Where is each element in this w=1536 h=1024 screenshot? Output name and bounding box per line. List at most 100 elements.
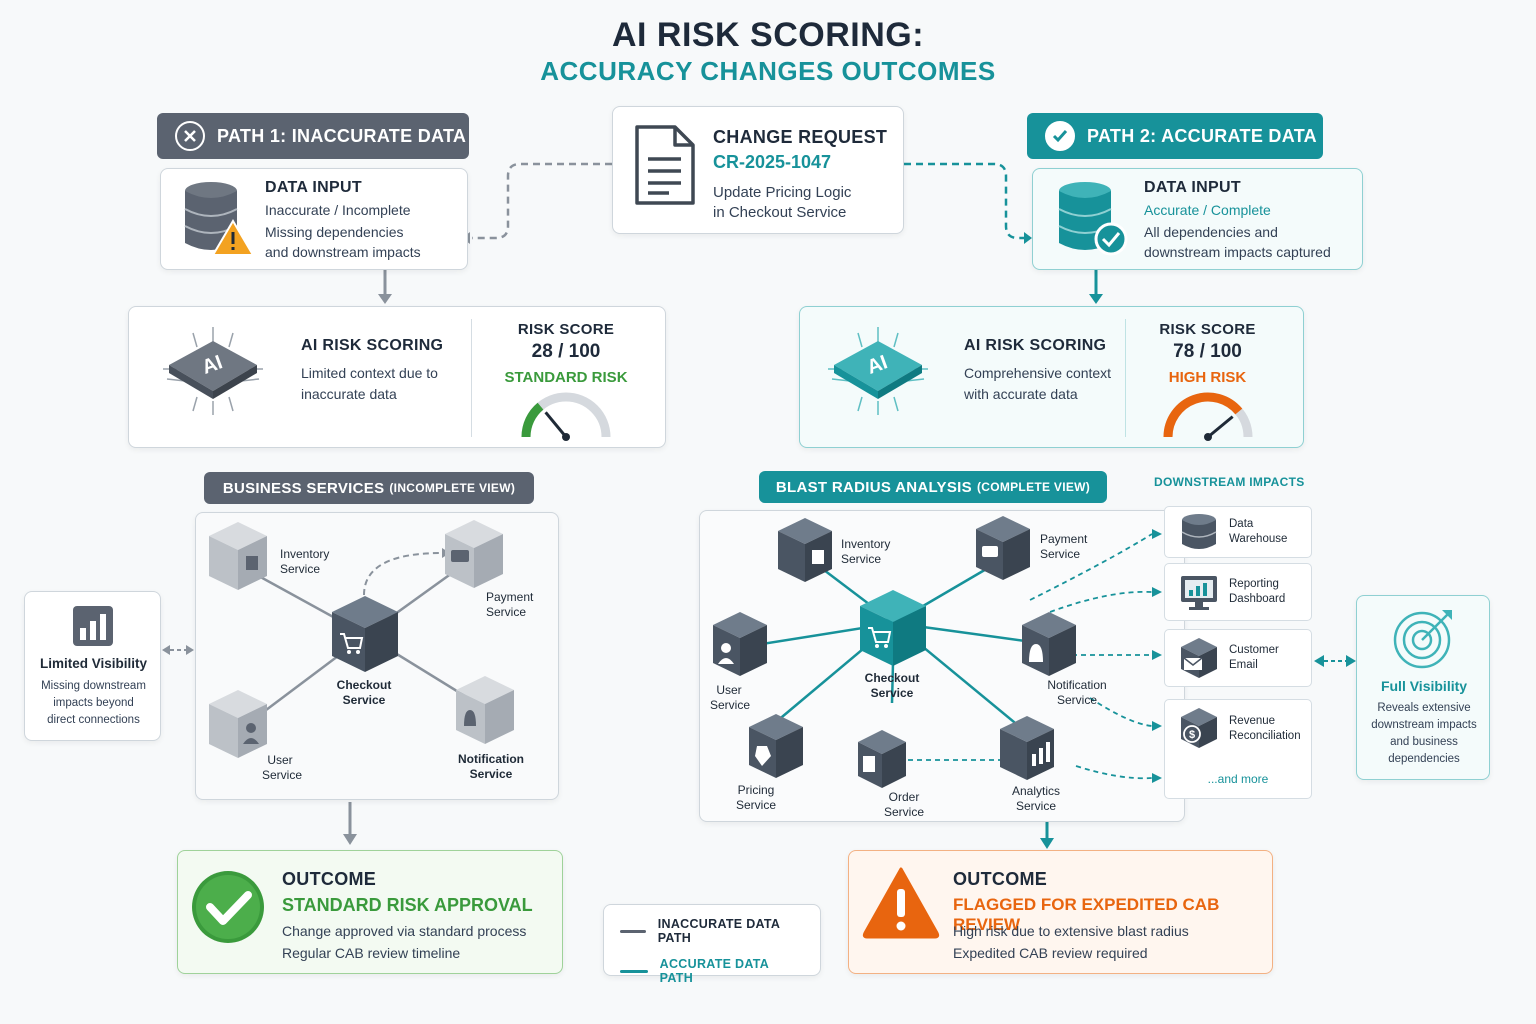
path1-outcome-heading: OUTCOME <box>282 869 377 889</box>
close-circle-icon <box>175 121 205 151</box>
user-icon <box>721 643 731 653</box>
database-icon <box>1181 514 1217 549</box>
gauge-arc <box>1163 392 1243 438</box>
divider <box>471 319 472 437</box>
gauge-hub <box>562 433 570 441</box>
path1-ai-line2: inaccurate data <box>301 386 397 402</box>
path2-ai-line1: Comprehensive context <box>964 365 1112 381</box>
analytics-icon <box>1032 754 1036 766</box>
path2-outcome-heading: OUTCOME <box>953 869 1048 889</box>
path1-input-line2: Missing dependencies <box>265 224 404 240</box>
box-icon <box>246 556 258 570</box>
change-request-card[interactable]: CHANGE REQUEST CR-2025-1047 Update Prici… <box>612 106 904 234</box>
database-check-icon <box>1058 182 1128 256</box>
dollar-icon: $ <box>1181 708 1217 748</box>
path2-ai-scoring-card[interactable]: AI AI RISK SCORING Comprehensive context… <box>799 306 1304 448</box>
path2-risk-gauge <box>1163 392 1253 441</box>
full-visibility-heading: Full Visibility <box>1380 678 1468 694</box>
legend-accurate: ACCURATE DATA PATH <box>620 957 804 985</box>
ai-chip-icon-teal: AI <box>828 327 928 415</box>
pricing-service-cube <box>749 714 803 778</box>
path2-score-label: HIGH RISK <box>1168 369 1247 386</box>
legend-inaccurate: INACCURATE DATA PATH <box>620 917 804 945</box>
change-request-desc-line1: Update Pricing Logic <box>713 184 852 201</box>
path2-outcome-title: FLAGGED FOR EXPEDITED CAB REVIEW <box>953 895 1220 934</box>
warning-icon <box>862 867 940 939</box>
cart-icon <box>340 633 364 649</box>
gauge-needle <box>544 411 568 438</box>
document-icon <box>635 125 695 205</box>
change-request-heading: CHANGE REQUEST <box>713 127 888 147</box>
limited-visibility-heading: Limited Visibility <box>39 656 148 671</box>
path2-input-line3: downstream impacts captured <box>1144 244 1331 260</box>
bell-icon <box>464 710 476 726</box>
page-title: AI RISK SCORING: <box>611 16 925 54</box>
gauge-arc <box>521 402 544 438</box>
receipt-icon <box>863 756 875 772</box>
target-icon <box>1393 610 1452 669</box>
path2-outcome-card[interactable]: OUTCOME FLAGGED FOR EXPEDITED CAB REVIEW… <box>848 850 1273 974</box>
card-icon <box>451 550 469 562</box>
notification-service-cube-gray <box>456 676 514 744</box>
path1-ai-scoring-card[interactable]: AI AI RISK SCORING Limited context due t… <box>128 306 666 448</box>
path1-risk-gauge <box>521 392 611 441</box>
path1-ai-line1: Limited context due to <box>301 365 438 381</box>
path1-score-label: STANDARD RISK <box>504 369 628 386</box>
path1-data-input-card[interactable]: DATA INPUT Inaccurate / Incomplete Missi… <box>160 168 468 270</box>
price-tag-icon <box>755 746 771 766</box>
path2-input-heading: DATA INPUT <box>1144 179 1241 196</box>
user-service-cube-gray <box>209 690 267 758</box>
gauge-needle <box>1207 415 1234 439</box>
payment-service-cube-gray <box>445 520 503 588</box>
box-icon <box>812 550 824 564</box>
gauge-hub <box>1204 433 1212 441</box>
checkout-service-cube-teal <box>860 590 926 666</box>
path2-outcome-line1: High risk due to extensive blast radius <box>953 923 1189 939</box>
change-request-desc-line2: in Checkout Service <box>713 204 847 221</box>
path1-outcome-card[interactable]: OUTCOME STANDARD RISK APPROVAL Change ap… <box>177 850 563 974</box>
path2-input-line1: Accurate / Complete <box>1144 202 1271 218</box>
path1-outcome-title: STANDARD RISK APPROVAL <box>282 895 533 915</box>
order-service-cube <box>858 730 906 788</box>
and-more-link[interactable]: ...and more <box>1207 772 1269 786</box>
path2-banner: PATH 2: ACCURATE DATA <box>1027 113 1323 159</box>
checkout-service-cube-dark <box>332 596 398 672</box>
path2-outcome-line2: Expedited CAB review required <box>953 945 1148 961</box>
path1-input-heading: DATA INPUT <box>265 179 362 196</box>
user-service-cube <box>713 612 767 676</box>
path2-data-input-card[interactable]: DATA INPUT Accurate / Complete All depen… <box>1032 168 1363 270</box>
user-icon <box>246 723 256 733</box>
path1-score-value: 28 / 100 <box>531 341 601 362</box>
path2-section-banner: BLAST RADIUS ANALYSIS(COMPLETE VIEW) <box>759 471 1107 503</box>
inventory-service-cube-gray <box>209 522 267 590</box>
notification-service-cube <box>1022 612 1076 676</box>
divider <box>1125 319 1126 437</box>
path2-score-heading: RISK SCORE <box>1159 321 1256 338</box>
path1-score-heading: RISK SCORE <box>517 321 615 338</box>
path1-outcome-line1: Change approved via standard process <box>282 923 527 939</box>
inventory-service-cube <box>778 518 832 582</box>
path1-outcome-line2: Regular CAB review timeline <box>282 945 461 961</box>
check-circle-icon <box>192 871 264 943</box>
path2-input-line2: All dependencies and <box>1144 224 1278 240</box>
legend: INACCURATE DATA PATH ACCURATE DATA PATH <box>603 904 821 985</box>
